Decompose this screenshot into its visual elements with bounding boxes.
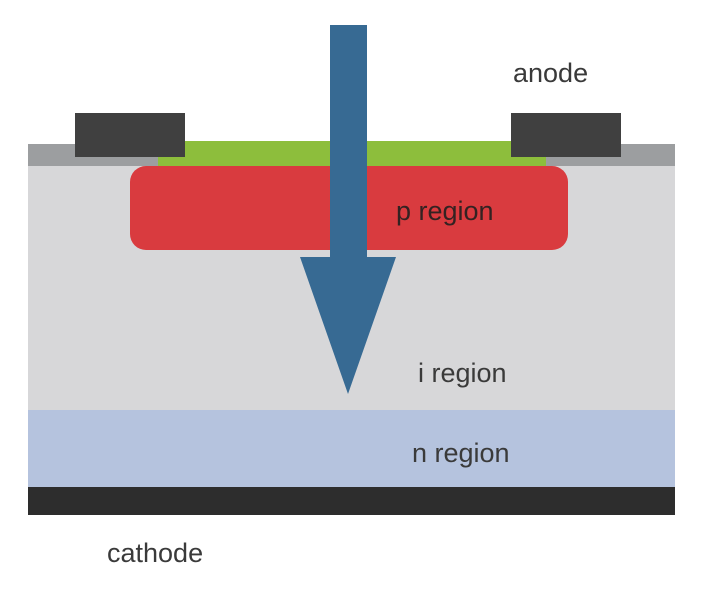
n-region-label: n region <box>412 438 510 468</box>
anode-contact-right <box>511 113 621 157</box>
anode-contact-left <box>75 113 185 157</box>
cathode-contact-layer <box>28 487 675 515</box>
anode-label: anode <box>513 58 589 88</box>
n-region-layer <box>28 410 675 487</box>
p-region-layer <box>130 166 568 250</box>
p-region-label: p region <box>396 196 494 226</box>
antireflective-coating-layer <box>158 141 546 168</box>
cathode-label: cathode <box>107 538 204 568</box>
i-region-label: i region <box>418 358 507 388</box>
